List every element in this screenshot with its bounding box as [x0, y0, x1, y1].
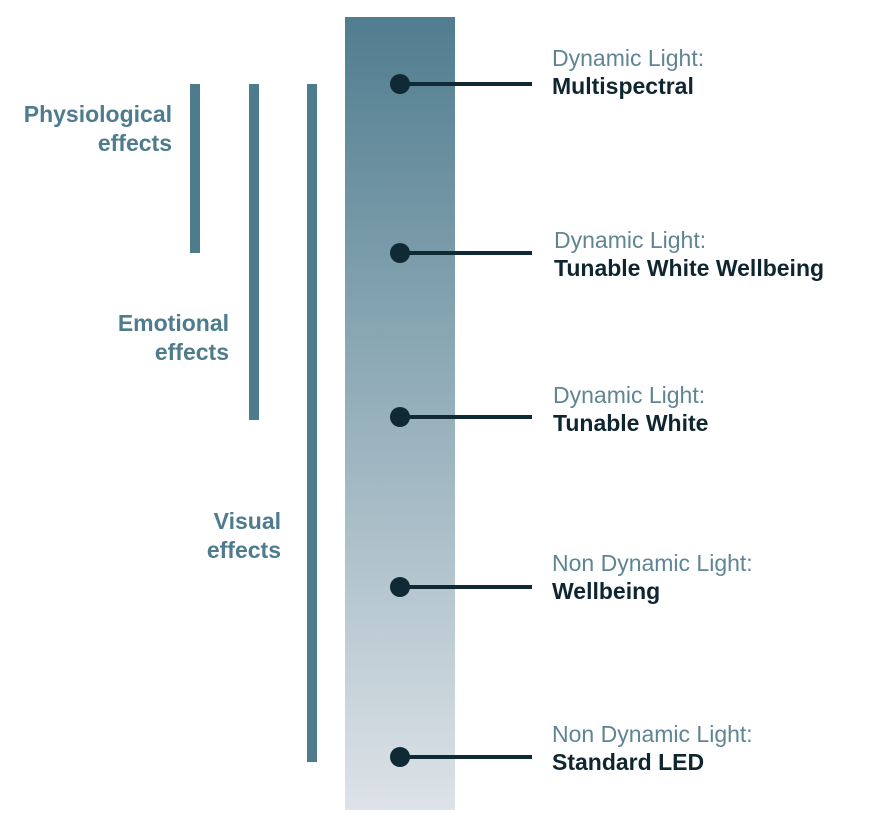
level-kind: Non Dynamic Light:	[552, 550, 753, 576]
level-name: Tunable White Wellbeing	[554, 255, 825, 281]
marker-line	[400, 585, 532, 589]
effect-label-line1: Physiological	[23, 101, 172, 127]
effect-label-line2: effects	[154, 339, 229, 365]
effect-label-line2: effects	[97, 130, 172, 156]
marker-line	[400, 755, 532, 759]
effect-label-visual: Visual effects	[207, 507, 281, 565]
effect-bar-emotional	[249, 84, 259, 420]
level-kind: Dynamic Light:	[554, 227, 707, 253]
level-label-multispectral: Dynamic Light: Multispectral	[552, 44, 704, 100]
level-name: Tunable White	[553, 410, 709, 436]
effect-label-line1: Visual	[213, 508, 281, 534]
level-kind: Dynamic Light:	[553, 382, 706, 408]
effect-label-emotional: Emotional effects	[118, 309, 229, 367]
marker-line	[400, 251, 532, 255]
level-label-tunable-white: Dynamic Light: Tunable White	[553, 381, 708, 437]
marker-line	[400, 82, 532, 86]
level-label-tunable-white-wellbeing: Dynamic Light: Tunable White Wellbeing	[554, 226, 824, 282]
effect-bar-visual	[307, 84, 317, 762]
level-kind: Non Dynamic Light:	[552, 721, 753, 747]
marker-line	[400, 415, 532, 419]
level-label-standard-led: Non Dynamic Light: Standard LED	[552, 720, 753, 776]
level-name: Multispectral	[552, 73, 694, 99]
level-label-wellbeing: Non Dynamic Light: Wellbeing	[552, 549, 753, 605]
level-name: Standard LED	[552, 749, 705, 775]
effect-label-physiological: Physiological effects	[24, 100, 172, 158]
effect-bar-physiological	[190, 84, 200, 253]
effect-label-line1: Emotional	[117, 310, 229, 336]
level-kind: Dynamic Light:	[552, 45, 705, 71]
effect-label-line2: effects	[206, 537, 281, 563]
level-name: Wellbeing	[552, 578, 661, 604]
